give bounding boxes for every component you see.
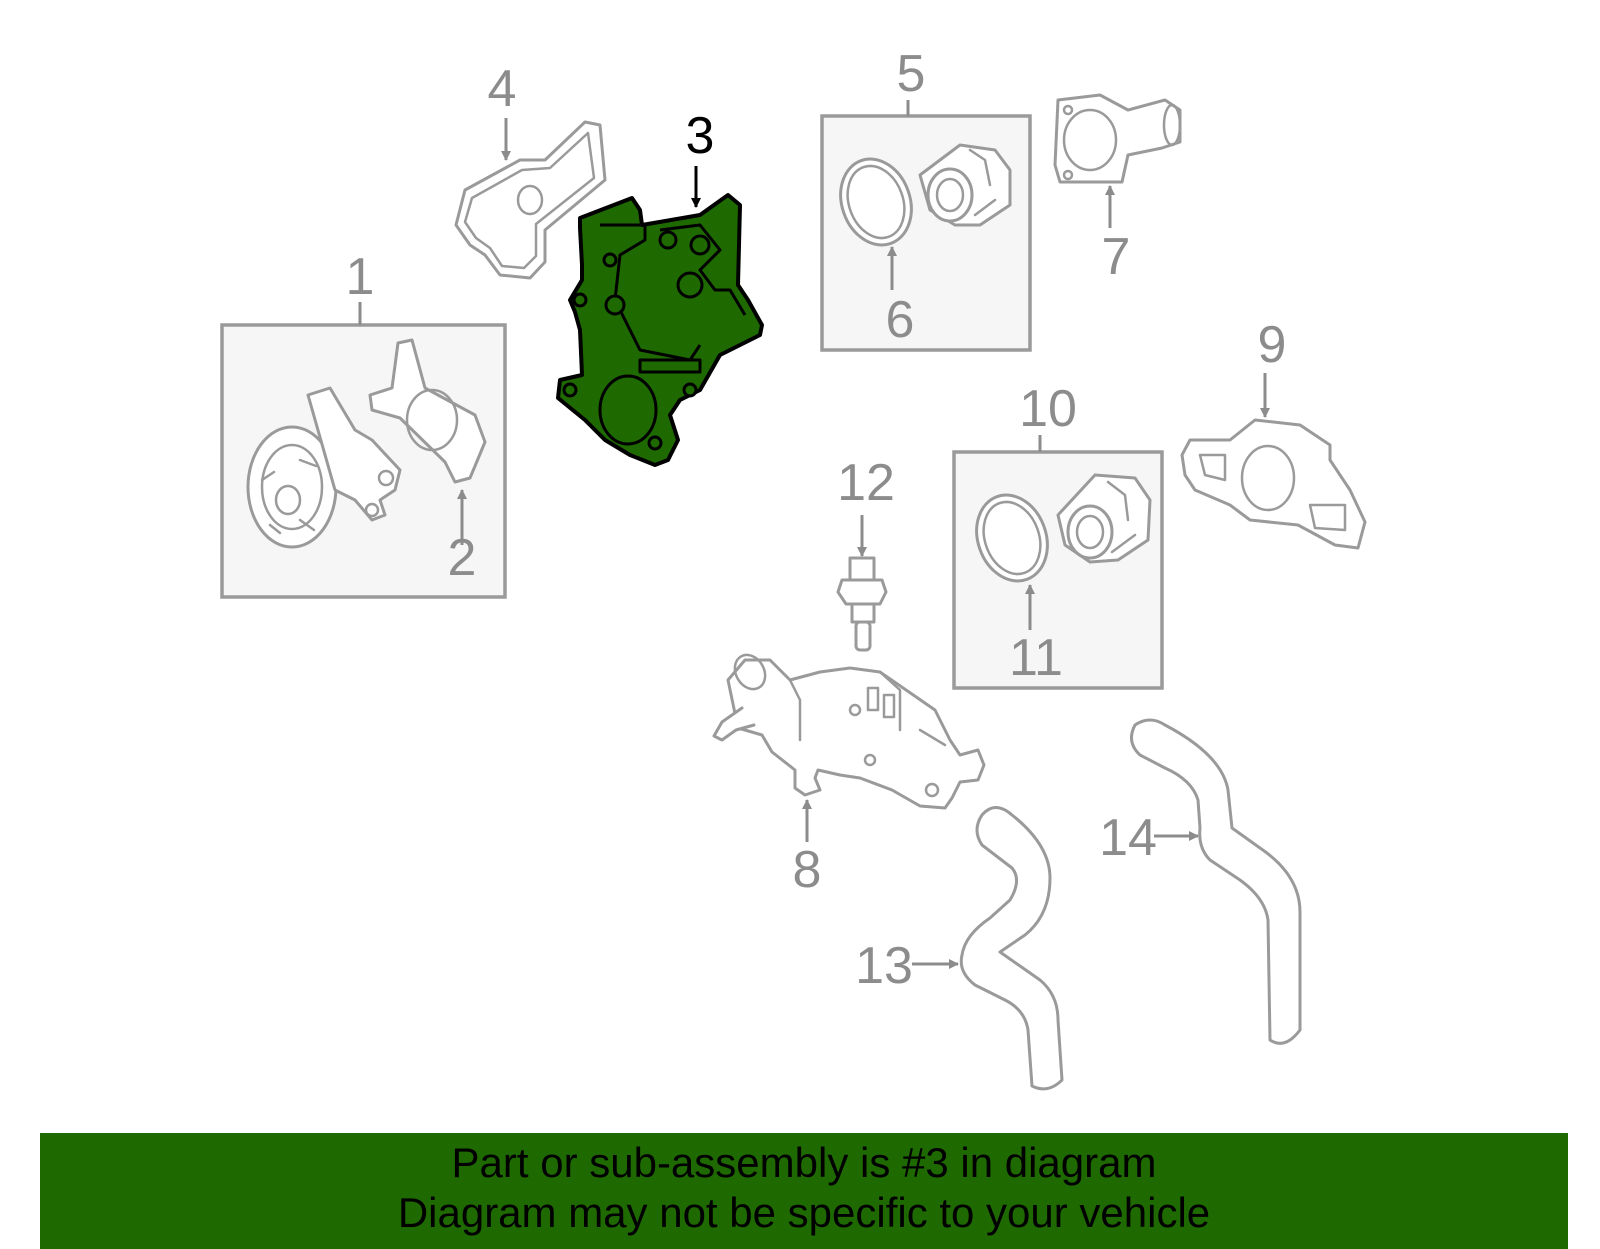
callout-2: 2 xyxy=(448,529,477,587)
group-box-5 xyxy=(820,114,1032,352)
callout-6: 6 xyxy=(886,291,915,349)
housing-part-3-highlighted[interactable] xyxy=(556,193,764,467)
gasket-part-2[interactable] xyxy=(368,338,487,484)
outlet-part-7[interactable] xyxy=(1053,93,1182,184)
callout-7: 7 xyxy=(1102,228,1131,286)
callout-11: 11 xyxy=(1009,629,1063,687)
banner-line-part-number: Part or sub-assembly is #3 in diagram xyxy=(451,1139,1157,1186)
info-banner: Part or sub-assembly is #3 in diagram Di… xyxy=(40,1133,1568,1249)
hose-part-14[interactable] xyxy=(1129,718,1302,1045)
callout-13: 13 xyxy=(855,937,913,995)
callout-9: 9 xyxy=(1258,316,1287,374)
seal-part-11[interactable] xyxy=(965,485,1059,591)
callout-12: 12 xyxy=(837,454,895,512)
thermostat-part-5[interactable] xyxy=(918,143,1012,227)
callout-8: 8 xyxy=(793,841,822,899)
gasket-part-4[interactable] xyxy=(454,120,607,280)
callout-10: 10 xyxy=(1019,380,1077,438)
callout-4: 4 xyxy=(488,60,517,118)
thermostat-part-10[interactable] xyxy=(1056,473,1152,564)
banner-line-disclaimer: Diagram may not be specific to your vehi… xyxy=(397,1189,1211,1236)
gasket-part-9[interactable] xyxy=(1180,418,1367,550)
callout-5: 5 xyxy=(897,45,926,103)
water-pump-part-1[interactable] xyxy=(246,386,402,549)
callout-3-highlighted: 3 xyxy=(686,107,715,165)
hose-part-13[interactable] xyxy=(959,806,1064,1091)
callout-14: 14 xyxy=(1099,809,1157,867)
water-outlet-housing-part-8[interactable] xyxy=(712,649,986,810)
sensor-part-12[interactable] xyxy=(836,556,888,652)
callout-1: 1 xyxy=(346,248,375,306)
seal-part-6[interactable] xyxy=(829,149,923,255)
